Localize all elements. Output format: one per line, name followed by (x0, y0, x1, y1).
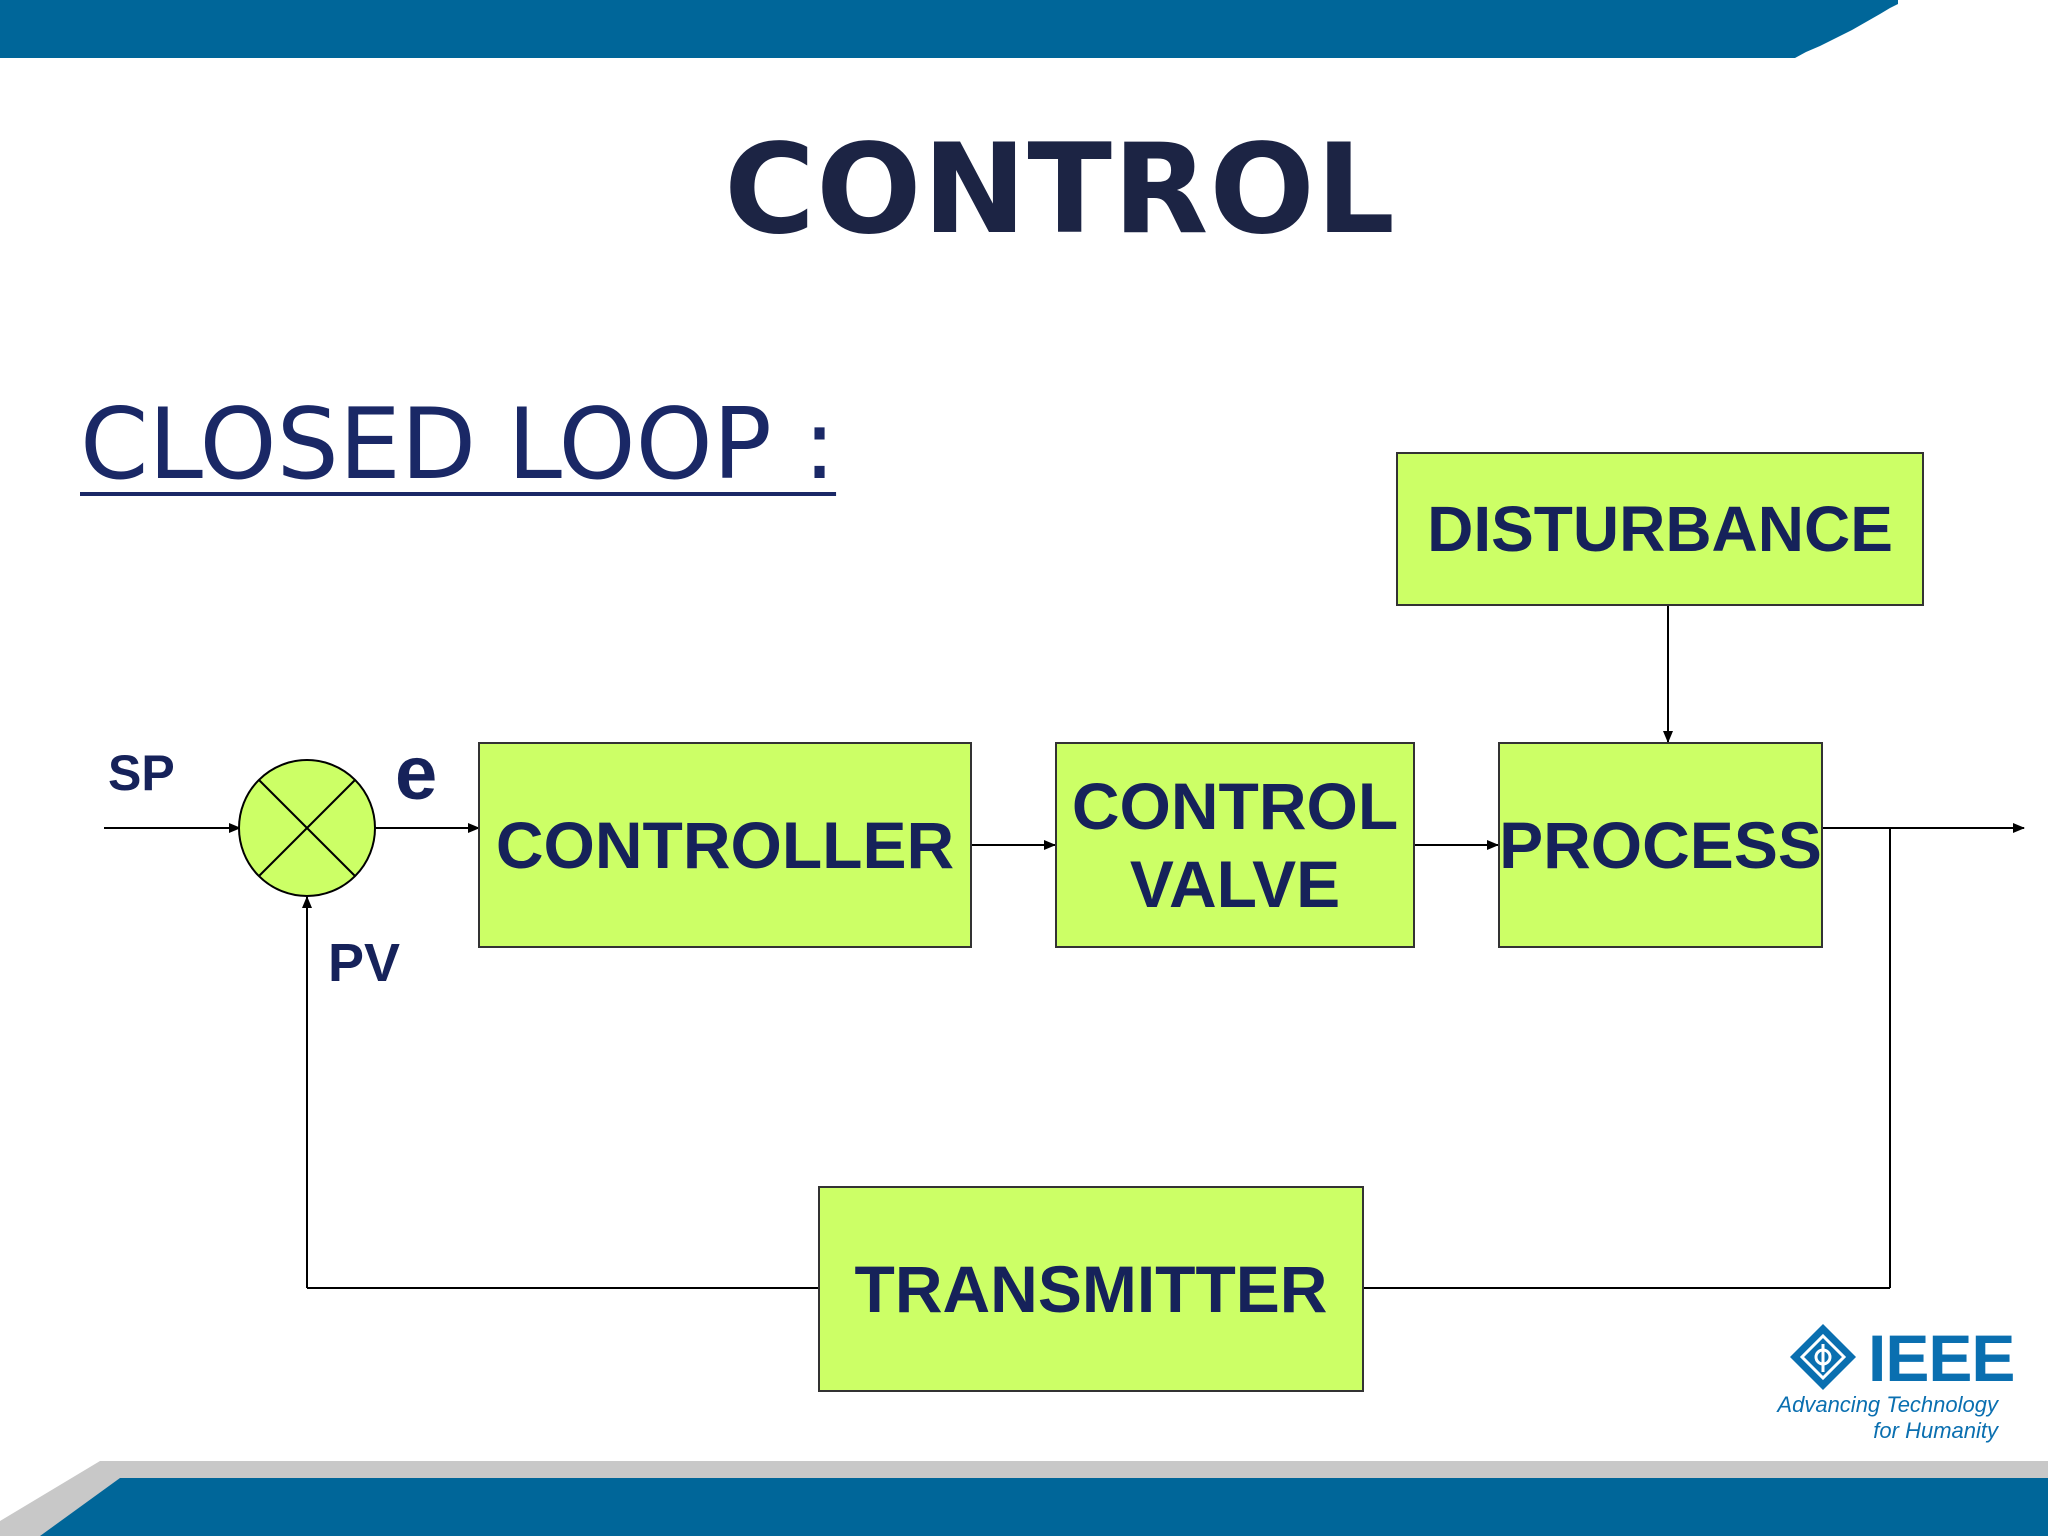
controller-block: CONTROLLER (478, 742, 972, 948)
control-valve-block: CONTROL VALVE (1055, 742, 1415, 948)
disturbance-block: DISTURBANCE (1396, 452, 1924, 606)
ieee-wordmark: IEEE (1868, 1321, 2015, 1395)
page-title: CONTROL (724, 118, 1396, 262)
process-block: PROCESS (1498, 742, 1823, 948)
summing-junction (238, 759, 376, 897)
error-label: e (395, 731, 438, 816)
top-banner (0, 0, 1898, 58)
tagline-line-2: for Humanity (1873, 1418, 1998, 1443)
process-variable-label: PV (328, 933, 401, 993)
ieee-diamond-icon (1790, 1324, 1856, 1390)
setpoint-label: SP (108, 745, 175, 801)
tagline-line-1: Advancing Technology (1777, 1392, 1998, 1417)
bottom-banner (0, 1461, 2048, 1536)
section-heading: CLOSED LOOP : (80, 388, 837, 502)
ieee-tagline: Advancing Technology for Humanity (1777, 1392, 1998, 1444)
transmitter-block: TRANSMITTER (818, 1186, 1364, 1392)
